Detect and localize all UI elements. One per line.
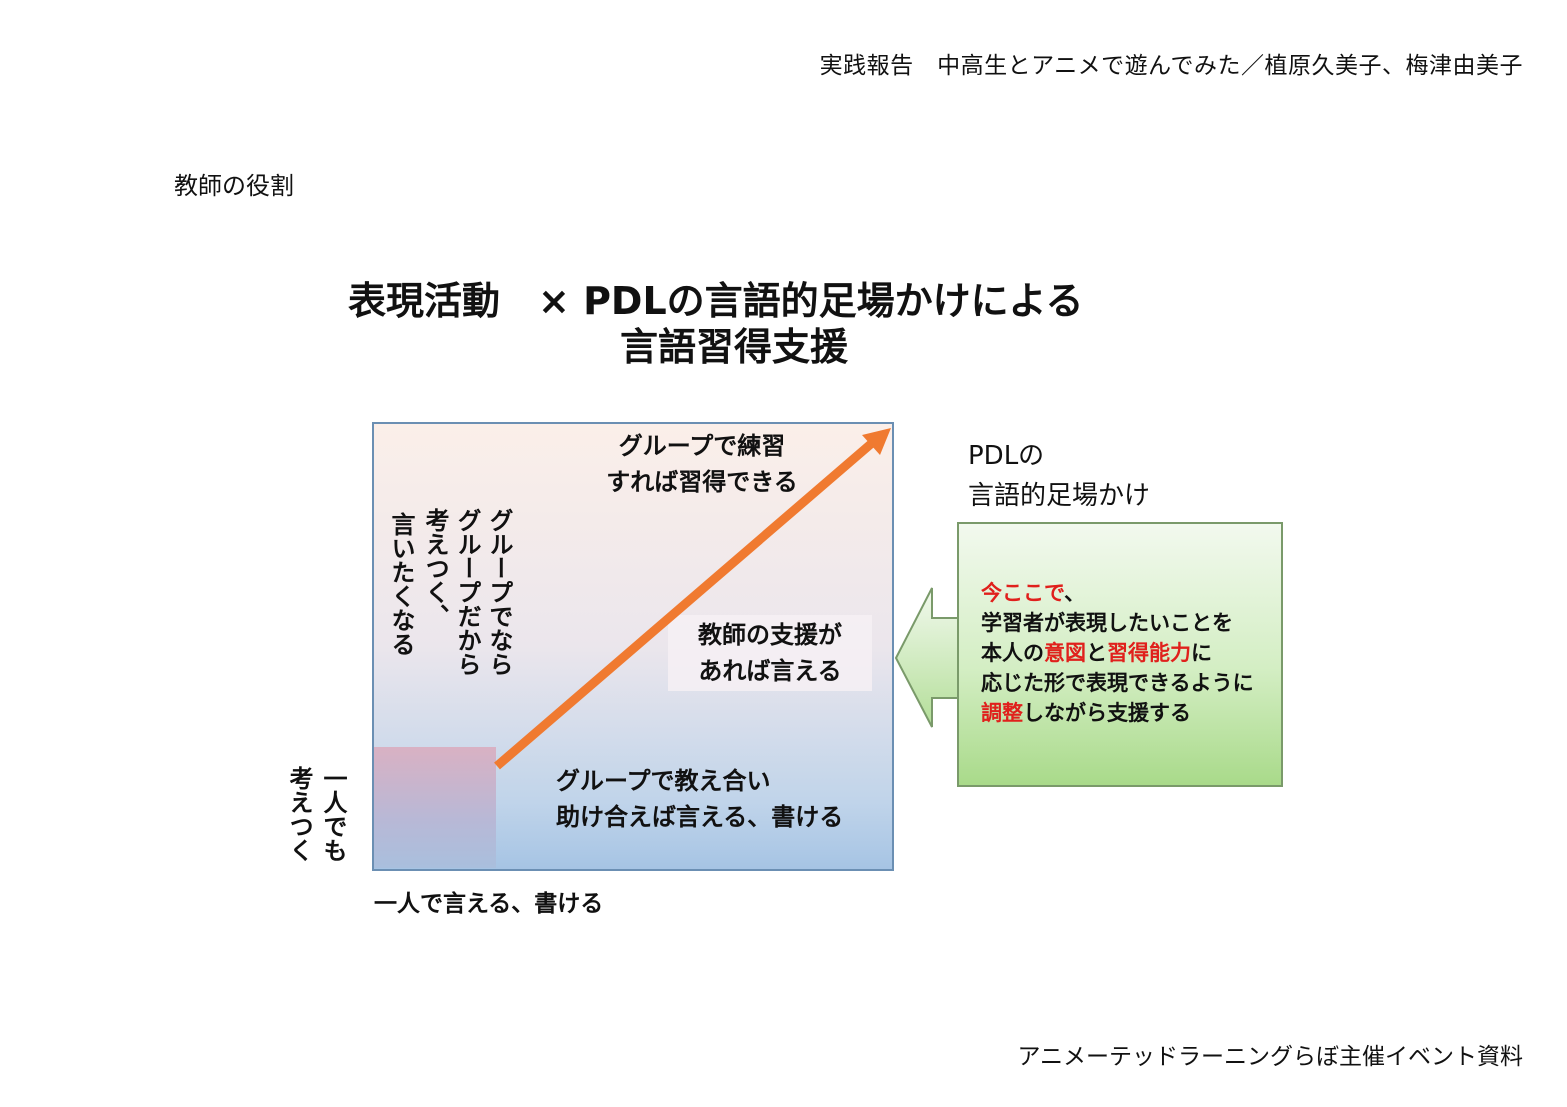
pdl-heading-line2: 言語的足場かけ: [968, 481, 1151, 511]
main-title-line2: 言語習得支援: [620, 325, 849, 369]
callout-highlight: 今ここで: [981, 581, 1065, 605]
diagram-top-line1: グループで練習: [618, 432, 786, 460]
callout-segment: と: [1086, 641, 1107, 665]
diagram-bottom-text: グループで教え合い 助け合えば言える、書ける: [556, 763, 876, 835]
diagram-mid-line1: 教師の支援が: [698, 621, 842, 649]
callout-segment: 学習者が表現したいことを: [981, 611, 1233, 635]
callout-highlight: 習得能力: [1107, 641, 1191, 665]
callout-segment: 応じた形で表現できるように: [981, 671, 1254, 695]
main-title-line1: 表現活動 × PDLの言語的足場かけによる: [348, 279, 1084, 323]
callout-text: 今ここで、学習者が表現したいことを本人の意図と習得能力に応じた形で表現できるよう…: [981, 578, 1254, 728]
callout-segment: 本人の: [981, 641, 1044, 665]
baseline-box: [374, 747, 496, 868]
left-vertical-text-2: 考えつく: [285, 766, 313, 862]
section-label: 教師の役割: [174, 172, 294, 200]
main-title: 表現活動 × PDLの言語的足場かけによる 言語習得支援: [348, 278, 1084, 370]
callout-line: 本人の意図と習得能力に: [981, 638, 1254, 668]
footer-note: アニメーテッドラーニングらぼ主催イベント資料: [1017, 1044, 1523, 1070]
diagram-top-line2: すれば習得できる: [606, 468, 798, 496]
left-vertical-text-1: 一人でも: [319, 766, 347, 862]
growth-arrow: [494, 428, 891, 770]
callout-highlight: 調整: [981, 701, 1023, 725]
callout-segment: 、: [1064, 581, 1086, 605]
callout-line: 学習者が表現したいことを: [981, 608, 1254, 638]
callout-pointer-arrow: [894, 587, 960, 728]
diagram-bottom-line2: 助け合えば言える、書ける: [556, 803, 844, 831]
diagram-bottom-line1: グループで教え合い: [556, 767, 771, 795]
pdl-heading-line1: PDLの: [968, 441, 1045, 471]
vertical-text-2: グループだから: [453, 508, 481, 676]
callout-segment: しながら支援する: [1023, 701, 1191, 725]
callout-line: 今ここで、: [981, 578, 1254, 608]
diagram-top-text: グループで練習 すれば習得できる: [572, 428, 832, 500]
vertical-text-3: 考えつく、: [421, 508, 449, 628]
callout-highlight: 意図: [1044, 641, 1086, 665]
callout-line: 調整しながら支援する: [981, 698, 1254, 728]
callout-line: 応じた形で表現できるように: [981, 668, 1254, 698]
callout-box: [957, 522, 1283, 787]
pdl-heading: PDLの 言語的足場かけ: [968, 436, 1150, 516]
x-axis-label: 一人で言える、書ける: [374, 891, 604, 917]
callout-segment: に: [1191, 641, 1212, 665]
diagram-mid-text: 教師の支援が あれば言える: [668, 615, 872, 691]
vertical-text-4: 言いたくなる: [387, 512, 415, 656]
vertical-text-1: グループでなら: [485, 508, 513, 676]
diagram-mid-line2: あれば言える: [698, 657, 842, 685]
header-note: 実践報告 中高生とアニメで遊んでみた／植原久美子、梅津由美子: [819, 53, 1523, 79]
